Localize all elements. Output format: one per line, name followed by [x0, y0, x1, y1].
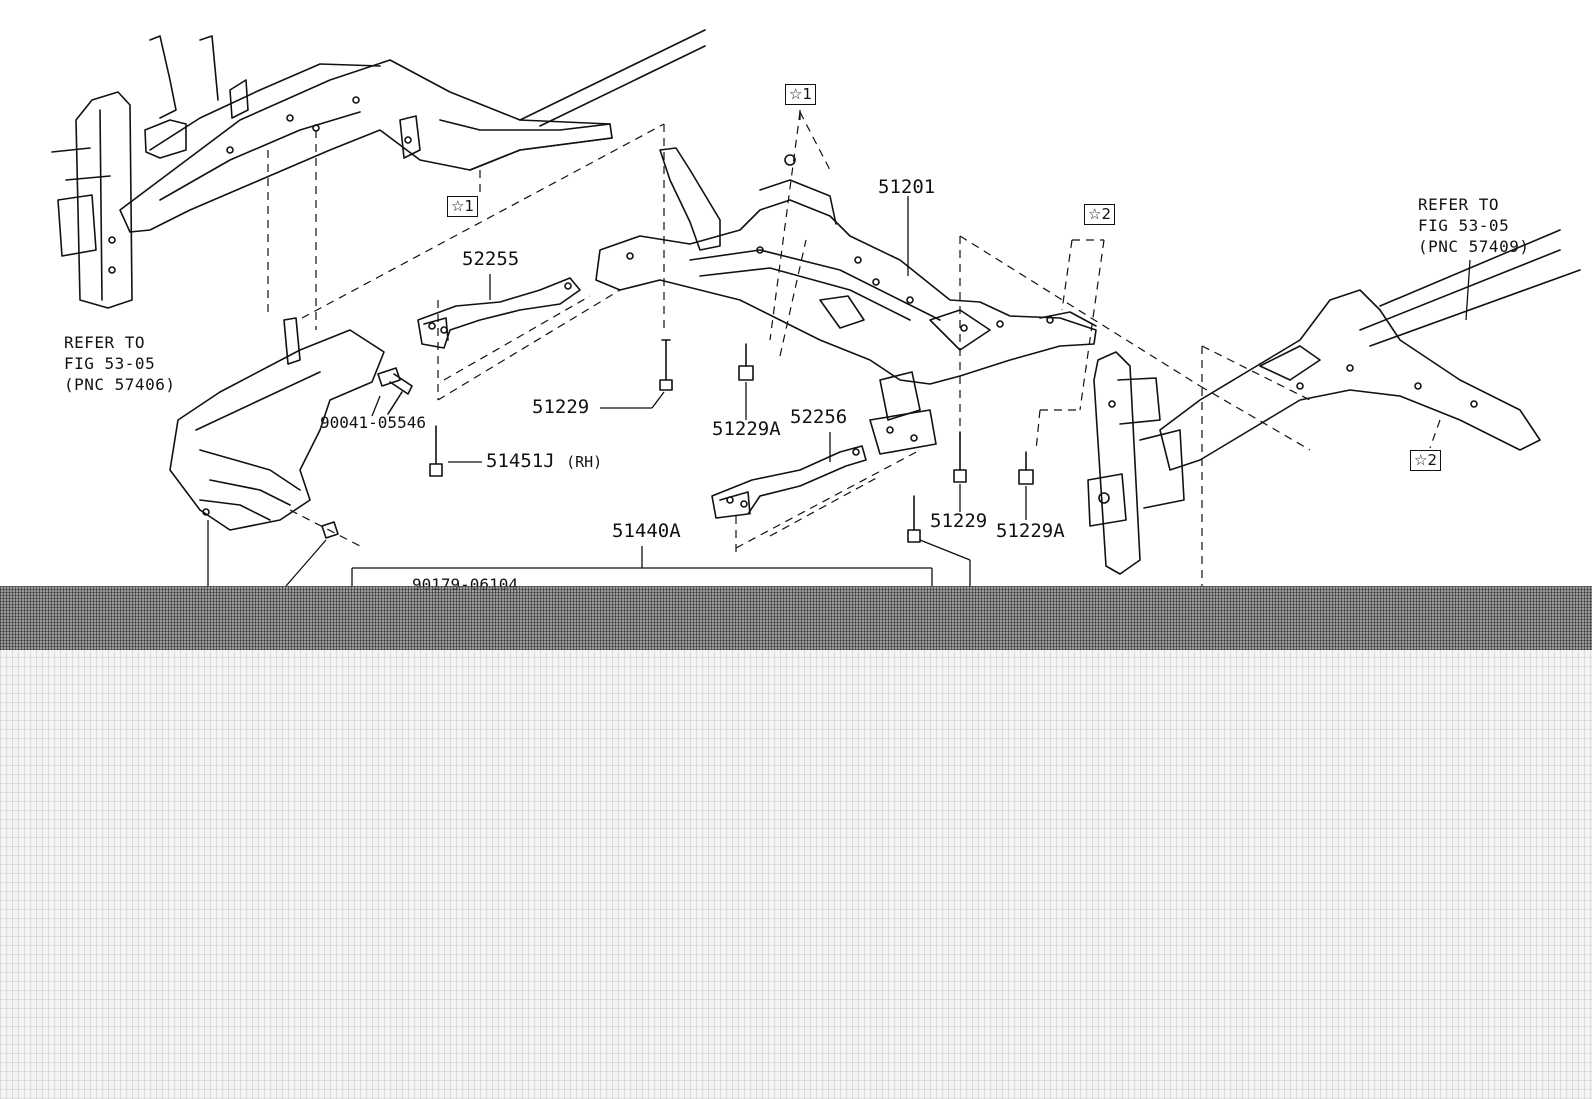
bolt-51229A-center: [738, 343, 754, 381]
refer-note-right: REFER TO FIG 53-05 (PNC 57409): [1418, 194, 1529, 257]
refer-right-line3: (PNC 57409): [1418, 237, 1530, 256]
label-51201: 51201: [878, 176, 936, 198]
scan-noise-band: [0, 586, 1592, 650]
refer-left-line3: (PNC 57406): [64, 375, 176, 394]
bolt-90041: [377, 367, 413, 415]
tag-star1-left: ☆1: [447, 196, 478, 217]
refer-left-line1: REFER TO: [64, 333, 146, 352]
scan-noise-field: [0, 650, 1592, 1099]
refer-left-line2: FIG 53-05: [64, 354, 156, 373]
label-51440A: 51440A: [612, 520, 681, 542]
label-51451J: 51451J (RH): [486, 450, 602, 473]
bolt-51440A-stud: [907, 495, 921, 543]
suspension-crossmember: [595, 147, 1097, 455]
tag-star1-top: ☆1: [785, 84, 816, 105]
tag-star2-right: ☆2: [1410, 450, 1441, 471]
label-51229A-right: 51229A: [996, 520, 1065, 542]
left-lower-bracket: [169, 317, 385, 531]
right-pillar: [1087, 351, 1185, 575]
bolt-51229A-right: [1018, 451, 1034, 485]
label-51451J-number: 51451J: [486, 450, 555, 472]
tag-star2-top: ☆2: [1084, 204, 1115, 225]
label-52256: 52256: [790, 406, 848, 428]
clip-90179: [321, 521, 339, 539]
bolt-51451J: [429, 425, 443, 477]
bolt-51229-center: [659, 339, 673, 391]
refer-right-line2: FIG 53-05: [1418, 216, 1510, 235]
left-front-side-member: [119, 29, 706, 233]
label-51229-right: 51229: [930, 510, 988, 532]
label-51451J-suffix: (RH): [566, 453, 603, 471]
label-52255: 52255: [462, 248, 520, 270]
left-pillar: [51, 91, 133, 309]
refer-note-left: REFER TO FIG 53-05 (PNC 57406): [64, 332, 175, 395]
bracket-52256: [711, 445, 867, 519]
label-51229A-center: 51229A: [712, 418, 781, 440]
label-90041-05546: 90041-05546: [320, 413, 426, 432]
bracket-52255: [417, 277, 581, 349]
label-51229-center: 51229: [532, 396, 590, 418]
refer-right-line1: REFER TO: [1418, 195, 1500, 214]
right-front-side-member: [1159, 229, 1581, 471]
